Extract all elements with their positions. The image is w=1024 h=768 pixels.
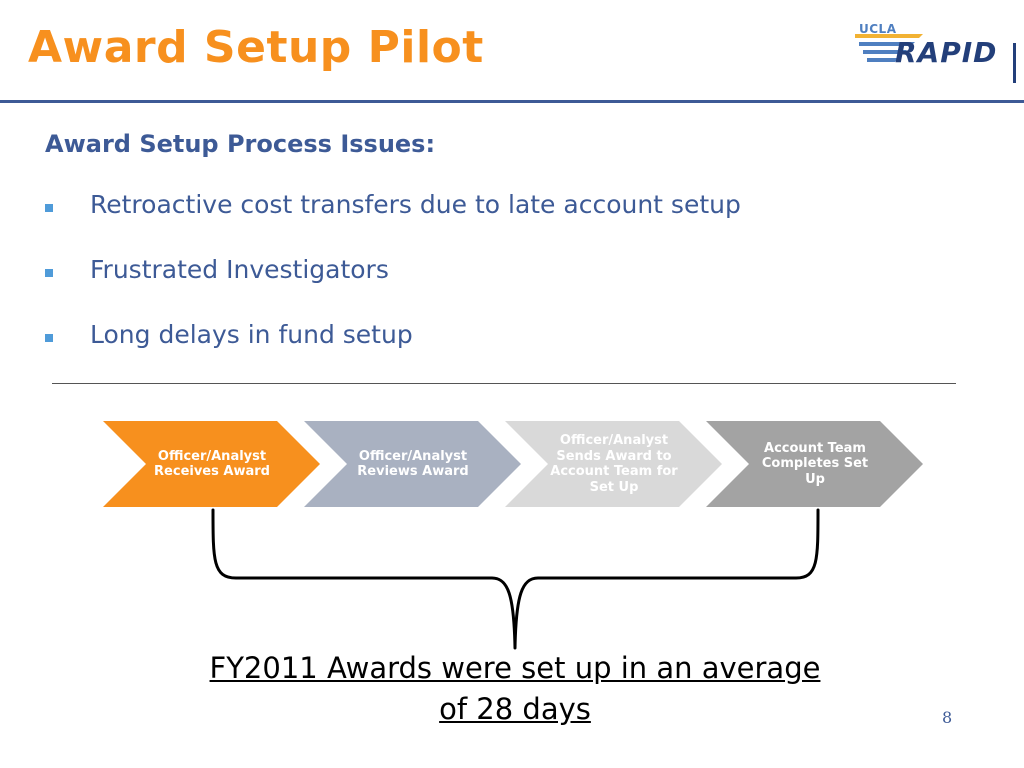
logo-bar bbox=[1013, 43, 1016, 83]
bullet-square-icon bbox=[45, 269, 53, 277]
bracket-icon bbox=[211, 508, 820, 650]
step-2-label: Officer/Analyst Reviews Award bbox=[357, 448, 469, 480]
chevron-step-4 bbox=[706, 421, 923, 507]
chevron-step-2 bbox=[304, 421, 521, 507]
chevron-step-1 bbox=[103, 421, 320, 507]
step-1-label: Officer/Analyst Receives Award bbox=[154, 448, 270, 480]
issue-text: Frustrated Investigators bbox=[90, 255, 389, 284]
logo-rapid-text: RAPID bbox=[895, 36, 998, 69]
logo-swoosh-icon bbox=[855, 34, 923, 62]
summary-note: FY2011 Awards were set up in an average … bbox=[209, 651, 821, 726]
header-divider bbox=[0, 100, 1024, 103]
issue-text: Long delays in fund setup bbox=[90, 320, 413, 349]
page-number: 8 bbox=[942, 708, 953, 727]
slide-title: Award Setup Pilot bbox=[28, 22, 484, 73]
logo-ucla-text: UCLA bbox=[859, 22, 897, 36]
step-3-label: Officer/Analyst Sends Award to Account T… bbox=[550, 433, 678, 495]
ucla-rapid-logo: UCLA RAPID bbox=[853, 20, 1018, 83]
bullet-square-icon bbox=[45, 204, 53, 212]
bullet-square-icon bbox=[45, 334, 53, 342]
chevron-step-3 bbox=[505, 421, 722, 507]
step-4-label: Account Team Completes Set Up bbox=[761, 440, 869, 487]
issues-heading: Award Setup Process Issues: bbox=[45, 130, 436, 158]
issue-text: Retroactive cost transfers due to late a… bbox=[90, 190, 741, 219]
section-divider bbox=[52, 383, 956, 384]
